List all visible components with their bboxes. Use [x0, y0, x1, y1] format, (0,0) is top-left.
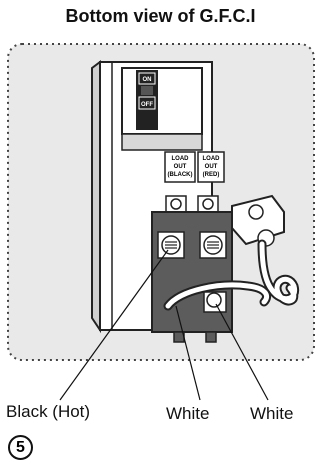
- leader-white-2: [215, 303, 269, 401]
- label-white-2: White: [250, 404, 294, 423]
- leader-black-hot: [59, 249, 169, 401]
- terminal-label-plate-left: [164, 151, 196, 183]
- breaker-side: [91, 60, 101, 334]
- terminal-label-plate-right: [197, 151, 225, 183]
- terminal-block: [151, 211, 233, 333]
- terminal-left-line-3: (BLACK): [168, 172, 193, 178]
- screw-icon: [202, 198, 214, 210]
- leader-white-1: [175, 305, 201, 401]
- switch-on-label: ON: [143, 77, 152, 83]
- switch-on: [138, 72, 156, 85]
- switch-off: [138, 96, 156, 110]
- screw-icon: [248, 204, 264, 220]
- switch-off-label: OFF: [141, 102, 153, 108]
- screw-icon: [170, 198, 182, 210]
- step-number-badge: 5: [8, 435, 33, 460]
- diagram-title: Bottom view of G.F.C.I: [65, 6, 256, 26]
- switch-toggle: [141, 86, 153, 95]
- label-white-1: White: [166, 404, 210, 423]
- terminal-right-line-1: LOAD: [203, 156, 221, 162]
- breaker-lid: [121, 67, 203, 135]
- terminal-right-line-3: (RED): [203, 172, 220, 178]
- terminal-left-line-2: OUT: [174, 164, 187, 170]
- screw-icon: [206, 292, 222, 308]
- terminal-right-line-2: OUT: [205, 164, 218, 170]
- label-black-hot: Black (Hot): [6, 402, 91, 421]
- terminal-left-line-1: LOAD: [172, 156, 190, 162]
